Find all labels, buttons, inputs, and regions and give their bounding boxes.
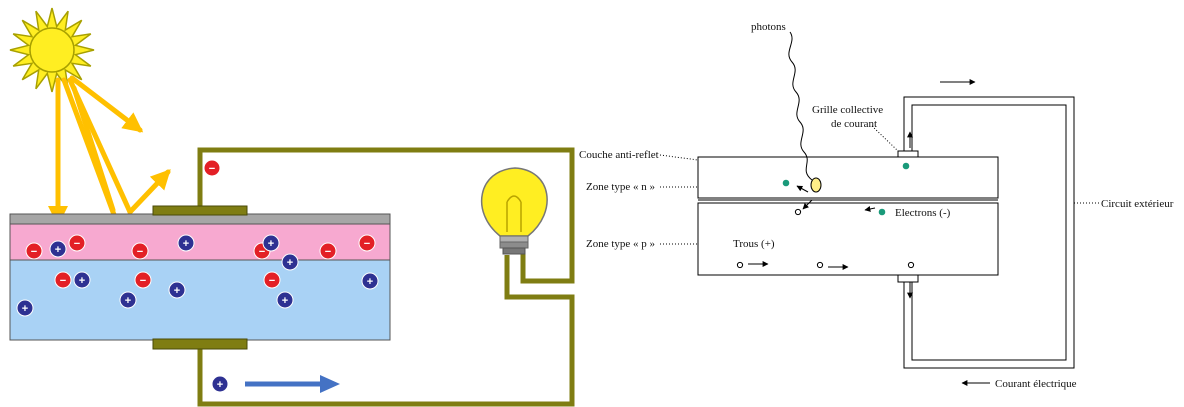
label-de-courant: de courant [831,118,877,130]
hole-dot [736,261,744,269]
light-ray-reflected-1 [127,169,171,215]
electron-dot [902,162,910,170]
svg-text:−: − [325,246,331,258]
electron-charge: − [134,271,152,289]
svg-text:+: + [125,295,131,307]
svg-text:+: + [367,276,373,288]
label-courant-electrique: Courant électrique [995,378,1077,390]
external-circuit-loop [903,96,1075,369]
electron-charge: − [263,271,281,289]
svg-text:−: − [209,163,215,175]
label-electrons: Electrons (-) [895,207,951,219]
svg-text:+: + [287,257,293,269]
svg-text:+: + [174,285,180,297]
svg-text:−: − [74,238,80,250]
light-bulb-icon [481,167,548,255]
light-ray-scattered [69,75,144,133]
hole-charge: + [49,240,67,258]
label-grille-collective: Grille collective [812,104,883,116]
svg-text:−: − [31,246,37,258]
hole-charge: + [262,234,280,252]
hole-charge: + [119,291,137,309]
photon-path [788,31,813,181]
svg-text:+: + [217,379,223,391]
hole-charge: + [211,375,229,393]
electron-charge: − [25,242,43,260]
solar-cell-illustration: −−+−+−+−−+−+−++−+++−+ [9,7,575,407]
cell-p-zone [697,202,999,276]
electron-charge: − [68,234,86,252]
label-zone-n: Zone type « n » [586,181,655,193]
svg-text:−: − [269,275,275,287]
electron-charge: − [54,271,72,289]
hole-dot [816,261,824,269]
svg-text:+: + [55,244,61,256]
label-trous: Trous (+) [733,238,775,250]
pn-junction-schematic [659,31,1100,386]
electron-charge: − [131,242,149,260]
hole-charge: + [276,291,294,309]
hole-charge: + [73,271,91,289]
svg-text:−: − [259,246,265,258]
charge-carriers: −−+−+−+−−+−+−++−+++−+ [16,159,379,393]
svg-text:−: − [137,246,143,258]
label-zone-p: Zone type « p » [586,238,655,250]
svg-text:−: − [60,275,66,287]
sun-icon [9,7,95,93]
svg-text:+: + [282,295,288,307]
svg-text:+: + [268,238,274,250]
hole-charge: + [177,234,195,252]
current-flow-arrowhead [320,375,340,393]
electron-charge: − [319,242,337,260]
hole-dot [907,261,915,269]
bottom-contact [152,338,248,350]
light-ray-reflected-2 [71,85,116,213]
external-wire [197,147,575,407]
top-contact [152,205,248,216]
p-type-layer [9,259,391,341]
hole-charge: + [168,281,186,299]
svg-text:+: + [79,275,85,287]
schematic-labels: photons Grille collective de courant Cou… [579,21,1174,390]
electron-dot [782,179,790,187]
svg-text:−: − [140,275,146,287]
hole-charge: + [281,253,299,271]
svg-text:+: + [22,303,28,315]
svg-text:+: + [183,238,189,250]
label-couche-anti-reflet: Couche anti-reflet [579,149,659,161]
hole-charge: + [361,272,379,290]
label-photons: photons [751,21,786,33]
electron-charge: − [203,159,221,177]
hole-charge: + [16,299,34,317]
svg-text:−: − [364,238,370,250]
cell-n-zone [697,156,999,199]
label-circuit-exterieur: Circuit extérieur [1101,198,1174,210]
hole-dot [794,208,802,216]
electron-charge: − [358,234,376,252]
electron-dot [878,208,886,216]
